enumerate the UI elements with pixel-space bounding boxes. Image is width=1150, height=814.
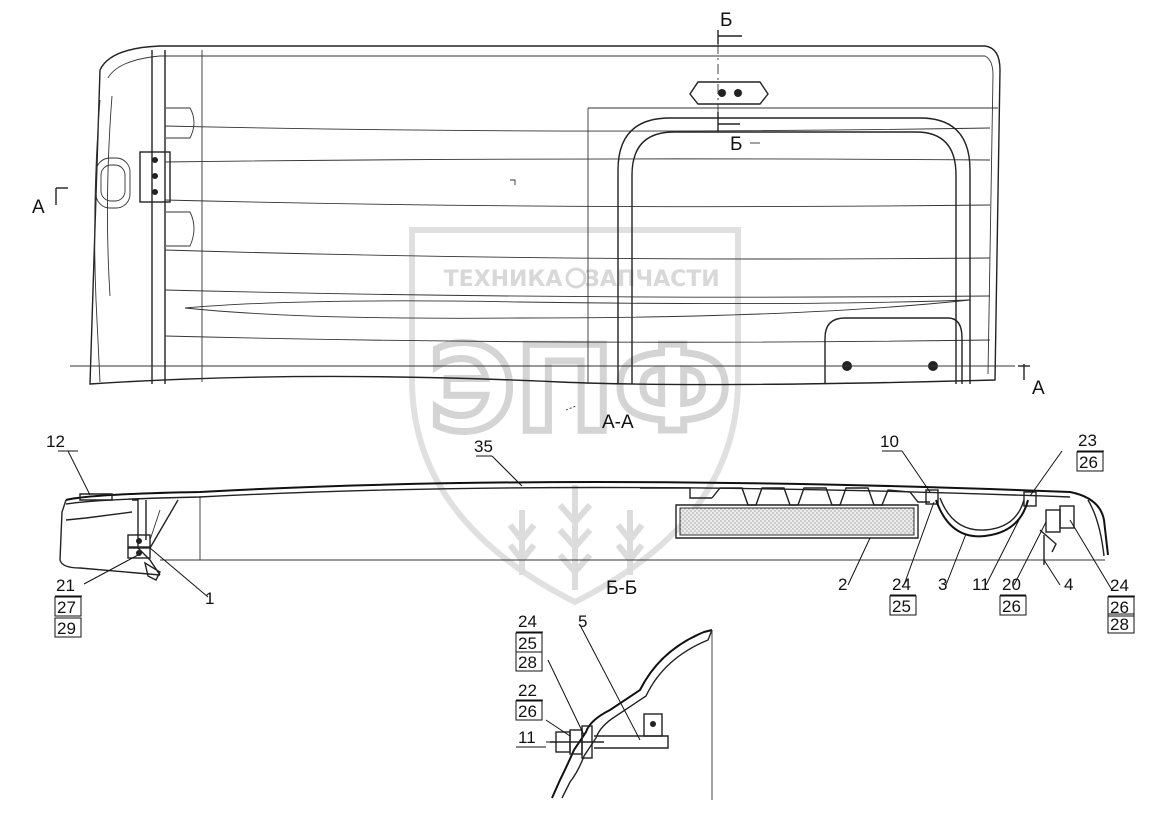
callout-28-b: 28 — [518, 653, 537, 672]
callout-24-a: 24 — [892, 575, 911, 594]
callout-23: 23 — [1078, 431, 1097, 450]
callout-26-d: 26 — [518, 702, 537, 721]
section-bb-view — [550, 629, 713, 800]
callout-29: 29 — [57, 619, 76, 638]
callout-20: 20 — [1002, 575, 1021, 594]
callout-26-top: 26 — [1079, 453, 1098, 472]
callout-1: 1 — [205, 589, 214, 608]
section-mark-b-mid: Б — [730, 134, 742, 155]
callout-leaders — [58, 450, 1113, 598]
section-bb-title: Б-Б — [606, 578, 637, 599]
section-mark-a-right: А — [1032, 378, 1045, 399]
wheat-emblem — [507, 485, 645, 590]
section-aa-title: А-А — [602, 412, 634, 433]
callout-10: 10 — [880, 432, 899, 451]
watermark: ТЕХНИКА ЗАПЧАСТИ ЭПФ — [409, 227, 741, 606]
callout-12: 12 — [46, 432, 65, 451]
callout-25-a: 25 — [892, 597, 911, 616]
callout-11-b: 11 — [518, 728, 536, 747]
callout-35: 35 — [474, 437, 493, 456]
callout-4: 4 — [1064, 575, 1073, 594]
watermark-big-text: ЭПФ — [429, 320, 731, 458]
latch-part — [689, 81, 769, 105]
callout-24-b: 24 — [1110, 576, 1129, 595]
section-mark-a-left: А — [32, 197, 45, 218]
watermark-shield — [409, 227, 741, 606]
callout-labels: 12 35 10 23 26 21 27 29 1 2 24 25 3 11 2… — [46, 431, 1135, 748]
section-aa-view — [59, 481, 1109, 581]
callout-5: 5 — [578, 612, 587, 631]
callout-28-a: 28 — [1110, 615, 1129, 634]
callout-27: 27 — [57, 598, 76, 617]
callout-11-a: 11 — [972, 575, 990, 594]
callout-2: 2 — [838, 575, 847, 594]
callout-21: 21 — [56, 576, 75, 595]
top-view — [55, 30, 1030, 386]
callout-26-b: 26 — [1002, 597, 1021, 616]
callout-leaders-bb — [545, 624, 641, 743]
watermark-left-text: ТЕХНИКА — [444, 267, 563, 292]
callout-24-c: 24 — [518, 612, 537, 631]
callout-3: 3 — [938, 575, 947, 594]
callout-25-b: 25 — [518, 634, 537, 653]
callout-22: 22 — [518, 681, 537, 700]
callout-26-c: 26 — [1110, 598, 1129, 617]
gear-icon — [565, 267, 587, 289]
section-mark-b-top: Б — [720, 10, 732, 31]
watermark-right-text: ЗАПЧАСТИ — [584, 267, 719, 292]
hinge-part — [139, 151, 171, 203]
